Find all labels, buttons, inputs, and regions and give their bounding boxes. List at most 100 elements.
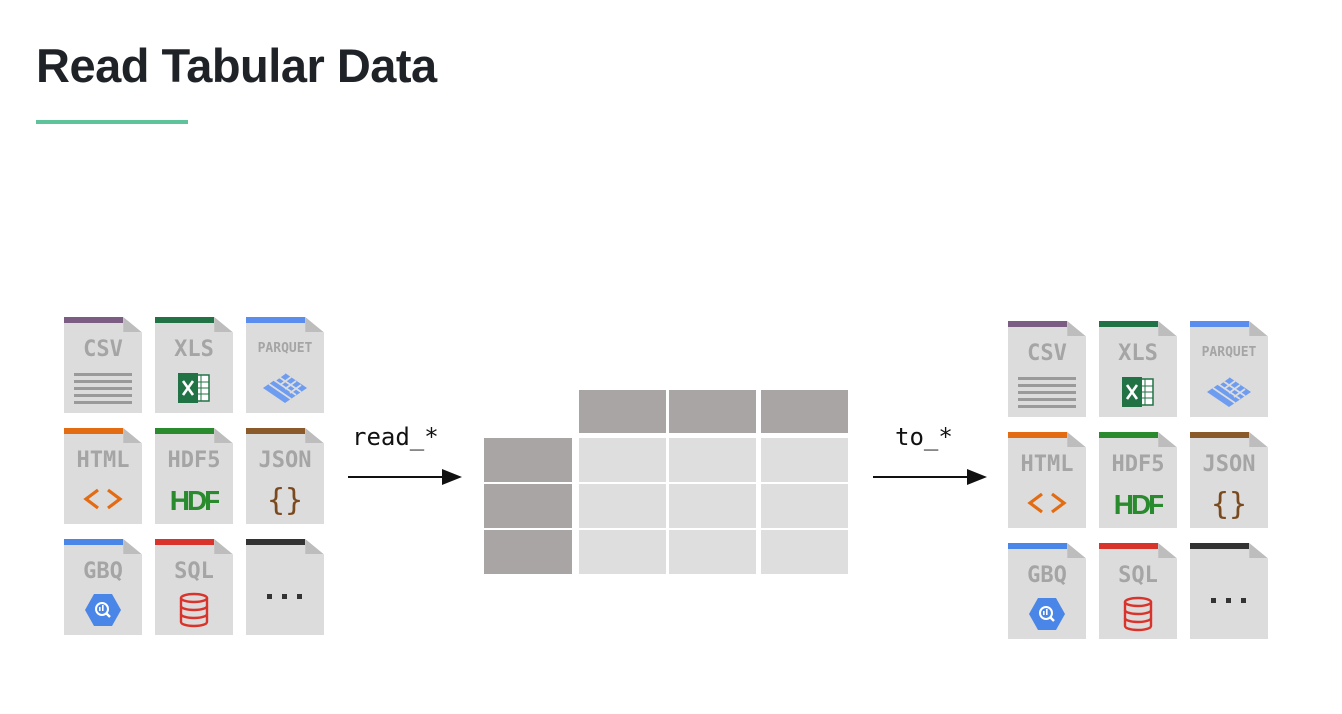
table-cell <box>669 484 756 528</box>
page-fold <box>1067 432 1086 448</box>
page-title: Read Tabular Data <box>36 39 437 92</box>
file-card-input-xls: XLS <box>155 317 233 413</box>
file-format-label: XLS <box>1118 341 1158 366</box>
lines-icon <box>1008 375 1086 409</box>
file-card-output-parquet: PARQUET <box>1190 321 1268 417</box>
file-format-label: PARQUET <box>257 341 313 356</box>
bigquery-icon <box>64 593 142 627</box>
file-format-label: SQL <box>1118 563 1158 588</box>
read-label: read_* <box>352 423 439 451</box>
file-card-input-parquet: PARQUET <box>246 317 324 413</box>
file-stripe <box>64 539 124 545</box>
file-card-input-json: JSON {} <box>246 428 324 524</box>
page-fold <box>1158 432 1177 448</box>
ellipsis-icon <box>1190 583 1268 617</box>
file-format-label: SQL <box>174 559 214 584</box>
file-stripe <box>155 317 215 323</box>
page-fold <box>305 317 324 333</box>
page-fold <box>1249 432 1268 448</box>
row-index-cell <box>484 530 572 574</box>
file-stripe <box>1099 543 1159 549</box>
table-cell <box>669 438 756 482</box>
file-stripe <box>1008 543 1068 549</box>
file-stripe <box>1190 321 1250 327</box>
file-format-label: HDF5 <box>167 448 221 473</box>
svg-text:HDF: HDF <box>1114 489 1163 518</box>
svg-text:{}: {} <box>1211 487 1247 520</box>
database-icon <box>155 592 233 628</box>
file-card-input-more <box>246 539 324 635</box>
page-fold <box>1158 543 1177 559</box>
column-header-cell <box>761 390 848 433</box>
table-cell <box>579 530 666 574</box>
file-format-label: HTML <box>76 448 130 473</box>
table-cell <box>761 530 848 574</box>
file-format-label: JSON <box>1202 452 1256 477</box>
file-stripe <box>1190 543 1250 549</box>
file-card-output-more <box>1190 543 1268 639</box>
write-arrow-icon <box>873 469 987 485</box>
curly-braces-icon: {} <box>1190 486 1268 520</box>
file-card-input-gbq: GBQ <box>64 539 142 635</box>
file-format-label: CSV <box>83 337 123 362</box>
dataframe-table <box>484 390 850 574</box>
file-format-label: GBQ <box>1027 563 1067 588</box>
file-card-output-json: JSON {} <box>1190 432 1268 528</box>
page-fold <box>123 428 142 444</box>
title-underline <box>36 120 188 124</box>
page-fold <box>214 428 233 444</box>
excel-icon <box>155 371 233 405</box>
file-stripe <box>1099 321 1159 327</box>
table-cell <box>669 530 756 574</box>
column-header-cell <box>579 390 666 433</box>
file-stripe <box>1190 432 1250 438</box>
column-header-cell <box>669 390 756 433</box>
page-fold <box>1067 321 1086 337</box>
file-format-label: JSON <box>258 448 312 473</box>
curly-braces-icon: {} <box>246 482 324 516</box>
row-index-cell <box>484 484 572 528</box>
lines-icon <box>64 371 142 405</box>
file-card-input-html: HTML <box>64 428 142 524</box>
excel-icon <box>1099 375 1177 409</box>
page-fold <box>1067 543 1086 559</box>
file-card-input-csv: CSV <box>64 317 142 413</box>
file-card-output-xls: XLS <box>1099 321 1177 417</box>
svg-text:{}: {} <box>267 483 303 516</box>
file-stripe <box>64 317 124 323</box>
page-fold <box>305 539 324 555</box>
table-cell <box>761 438 848 482</box>
file-stripe <box>1008 321 1068 327</box>
file-stripe <box>155 428 215 434</box>
hdf-icon: HDF <box>1099 486 1177 520</box>
page-fold <box>1249 321 1268 337</box>
file-format-label: CSV <box>1027 341 1067 366</box>
file-stripe <box>64 428 124 434</box>
parquet-icon <box>246 371 324 405</box>
svg-text:HDF: HDF <box>170 485 219 514</box>
file-format-label: HTML <box>1020 452 1074 477</box>
code-brackets-icon <box>64 482 142 516</box>
page-fold <box>1158 321 1177 337</box>
table-cell <box>579 438 666 482</box>
page-fold <box>123 539 142 555</box>
file-stripe <box>246 428 306 434</box>
file-card-output-html: HTML <box>1008 432 1086 528</box>
table-cell <box>579 484 666 528</box>
page-fold <box>214 539 233 555</box>
row-index-cell <box>484 438 572 482</box>
page-fold <box>1249 543 1268 559</box>
table-cell <box>761 484 848 528</box>
ellipsis-icon <box>246 579 324 613</box>
page-fold <box>123 317 142 333</box>
database-icon <box>1099 596 1177 632</box>
file-card-output-gbq: GBQ <box>1008 543 1086 639</box>
file-format-label: PARQUET <box>1201 345 1257 360</box>
file-stripe <box>246 317 306 323</box>
parquet-icon <box>1190 375 1268 409</box>
bigquery-icon <box>1008 597 1086 631</box>
file-card-output-sql: SQL <box>1099 543 1177 639</box>
file-card-output-csv: CSV <box>1008 321 1086 417</box>
